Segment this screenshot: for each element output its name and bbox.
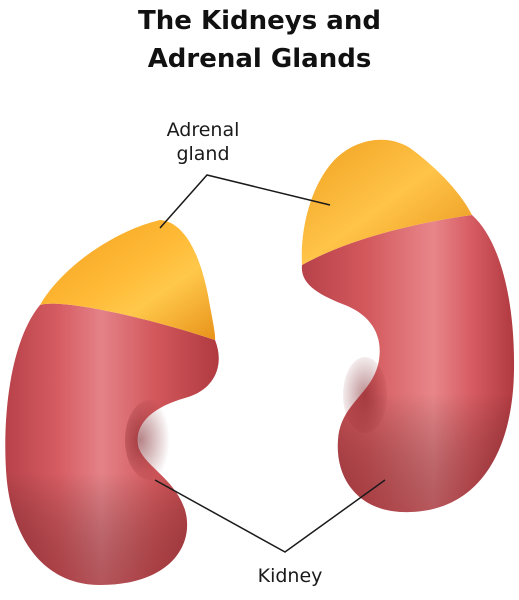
left-adrenal-body xyxy=(40,220,216,340)
left-kidney-shade xyxy=(5,303,219,585)
adrenal-label-line-1: Adrenal xyxy=(166,119,240,141)
title-line-2: Adrenal Glands xyxy=(147,44,372,74)
adrenal-leader-line xyxy=(159,174,331,229)
kidney-leader-lines xyxy=(154,479,386,553)
adrenal-gland-label: Adrenal gland xyxy=(148,118,258,166)
title-line-1: The Kidneys and xyxy=(138,6,381,36)
kidney-label: Kidney xyxy=(257,565,323,587)
right-adrenal-body xyxy=(301,139,472,265)
diagram-title: The Kidneys and Adrenal Glands xyxy=(0,0,519,78)
left-adrenal-gland xyxy=(40,220,216,340)
right-adrenal-gland xyxy=(301,139,472,265)
adrenal-label-line-2: gland xyxy=(176,143,230,165)
kidney-leader-line xyxy=(154,479,386,553)
right-kidney xyxy=(301,215,515,513)
left-kidney xyxy=(5,303,219,585)
left-kidney-hilum-shadow xyxy=(125,400,175,480)
right-kidney-hilum-shadow xyxy=(343,357,387,433)
right-kidney-shade xyxy=(301,215,515,513)
adrenal-leader-lines xyxy=(159,174,331,229)
